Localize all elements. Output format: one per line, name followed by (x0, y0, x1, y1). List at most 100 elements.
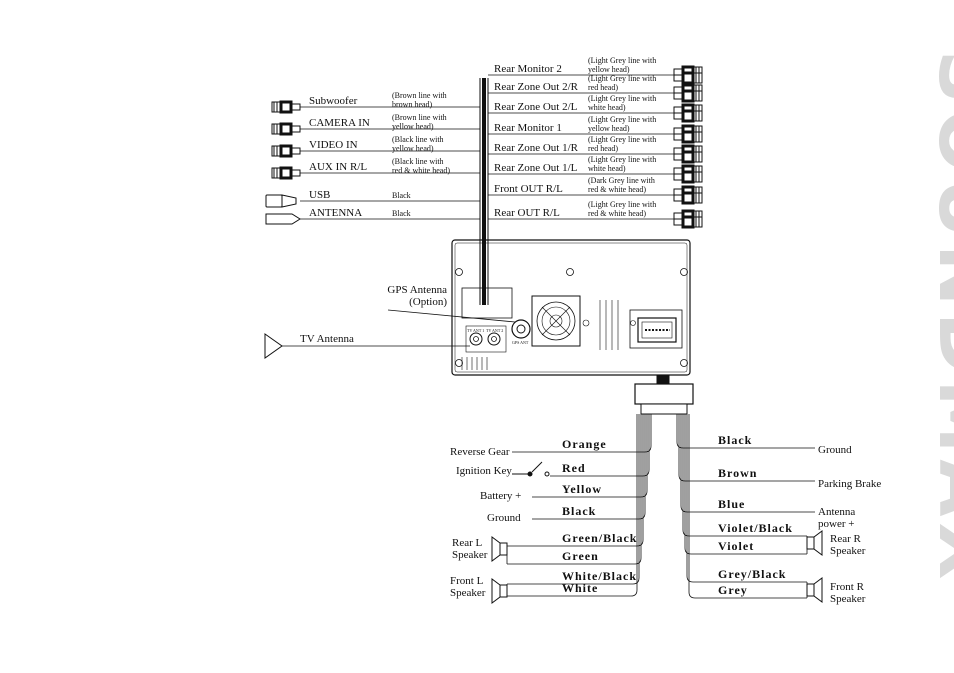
rca-plug-icon (673, 109, 703, 123)
right-connector-label: Rear Zone Out 2/R (494, 81, 579, 93)
rca-plug-icon (673, 89, 703, 103)
left-connector-note: Black (392, 209, 411, 218)
tv-antenna-plug (264, 333, 283, 359)
wire-function-label: Speaker (830, 545, 866, 557)
harness-labels: OrangeRedYellowBlackGreen/BlackGreenWhit… (450, 433, 881, 605)
harness-wire-left (507, 414, 644, 547)
wire-color-label: Black (562, 504, 596, 518)
head-unit-back (451, 239, 691, 376)
harness-wire-left (507, 414, 640, 585)
right-connector-note: (Light Grey line with (588, 200, 656, 209)
left-connector-note: red & white head) (392, 166, 450, 175)
wire-color-label: Grey (718, 583, 748, 597)
harness-plug (634, 375, 694, 415)
harness-wire-left (507, 414, 638, 597)
right-connector-note: red & white head) (588, 209, 646, 218)
gps-socket-label: GPS ANT (512, 340, 529, 345)
right-connector-note: white head) (588, 103, 626, 112)
right-connector-note: (Light Grey line with (588, 94, 656, 103)
right-connector-label: Rear Zone Out 1/L (494, 162, 578, 174)
antenna-plug-icon (265, 213, 301, 225)
wire-color-label: Black (718, 433, 752, 447)
wire-function-label: Speaker (830, 593, 866, 605)
harness-wire-right (688, 414, 807, 599)
right-connector-label: Rear OUT R/L (494, 207, 560, 219)
wire-color-label: Violet/Black (718, 521, 793, 535)
right-connector-note: (Light Grey line with (588, 155, 656, 164)
right-connector-note: white head) (588, 164, 626, 173)
left-connector-note: yellow head) (392, 144, 434, 153)
rca-plug-icon (673, 170, 703, 184)
wire-color-label: White (562, 581, 598, 595)
wire-function-label: Rear L (452, 537, 483, 549)
wire-function-label: Ground (487, 512, 521, 524)
rca-plug-icon (673, 215, 703, 229)
right-connector-note: (Light Grey line with (588, 74, 656, 83)
wire-color-label: Red (562, 461, 586, 475)
wire-function-label: Speaker (452, 549, 488, 561)
wire-color-label: Grey/Black (718, 567, 786, 581)
right-connector-note: (Light Grey line with (588, 135, 656, 144)
wire-color-label: White/Black (562, 569, 637, 583)
right-connector-note: (Dark Grey line with (588, 176, 655, 185)
left-connector-note: (Brown line with (392, 91, 447, 100)
gps-leader-line (387, 309, 516, 323)
wire-color-label: Green (562, 549, 599, 563)
left-connector-label: CAMERA IN (309, 117, 370, 129)
right-connector-note: yellow head) (588, 65, 630, 74)
right-connector-note: (Light Grey line with (588, 56, 656, 65)
wire-function-label: Antenna (818, 506, 855, 518)
left-connector-label: ANTENNA (309, 207, 362, 219)
right-connector-label: Rear Zone Out 2/L (494, 101, 578, 113)
rca-plug-icon (673, 150, 703, 164)
right-connector-label: Rear Monitor 1 (494, 122, 562, 134)
wire-function-label: Front R (830, 581, 865, 593)
wire-color-label: Yellow (562, 482, 602, 496)
speaker-symbols (491, 530, 823, 604)
harness-wire-right (684, 414, 807, 555)
wire-function-label: Speaker (450, 587, 486, 599)
wire-color-label: Blue (718, 497, 745, 511)
wire-color-label: Green/Black (562, 531, 637, 545)
tv-socket-label-2: TV ANT 2 (486, 328, 503, 333)
right-connector-note: red & white head) (588, 185, 646, 194)
right-connector-note: (Light Grey line with (588, 115, 656, 124)
left-connector-label: VIDEO IN (309, 139, 358, 151)
left-connector-label: AUX IN R/L (309, 161, 367, 173)
ignition-switch-symbol (512, 461, 550, 477)
rca-plug-icon (673, 71, 703, 85)
harness-wire-right (686, 414, 807, 583)
left-connector-note: brown head) (392, 100, 433, 109)
left-connector-note: (Black line with (392, 135, 444, 144)
left-connector-note: (Brown line with (392, 113, 447, 122)
left-connector-note: (Black line with (392, 157, 444, 166)
tv-socket-label-1: TV ANT 1 (467, 328, 484, 333)
right-connector-note: red head) (588, 144, 618, 153)
rca-plug-icon (673, 130, 703, 144)
trunk-wires (479, 78, 489, 305)
right-connector-note: red head) (588, 83, 618, 92)
gps-antenna-label: GPS Antenna (387, 284, 447, 296)
right-connector-label: Rear Monitor 2 (494, 63, 562, 75)
wire-function-label: Front L (450, 575, 484, 587)
wire-color-label: Violet (718, 539, 754, 553)
left-connector-note: yellow head) (392, 122, 434, 131)
rca-plug-icon (271, 144, 301, 158)
right-connector-label: Rear Zone Out 1/R (494, 142, 579, 154)
wire-function-label: power + (818, 518, 854, 530)
rca-plug-icon (271, 166, 301, 180)
tv-antenna-label: TV Antenna (300, 333, 354, 345)
wire-function-label: Parking Brake (818, 478, 881, 490)
right-connector-note: yellow head) (588, 124, 630, 133)
right-connector-group: Rear Monitor 2(Light Grey line withyello… (488, 56, 703, 229)
wire-function-label: Rear R (830, 533, 862, 545)
rca-plug-icon (271, 100, 301, 114)
brand-watermark: SOUNDMAX (922, 50, 954, 586)
left-connector-label: Subwoofer (309, 95, 358, 107)
right-connector-label: Front OUT R/L (494, 183, 563, 195)
wire-function-label: Reverse Gear (450, 446, 510, 458)
wire-function-label: Battery + (480, 490, 521, 502)
left-connector-note: Black (392, 191, 411, 200)
rca-plug-icon (673, 191, 703, 205)
